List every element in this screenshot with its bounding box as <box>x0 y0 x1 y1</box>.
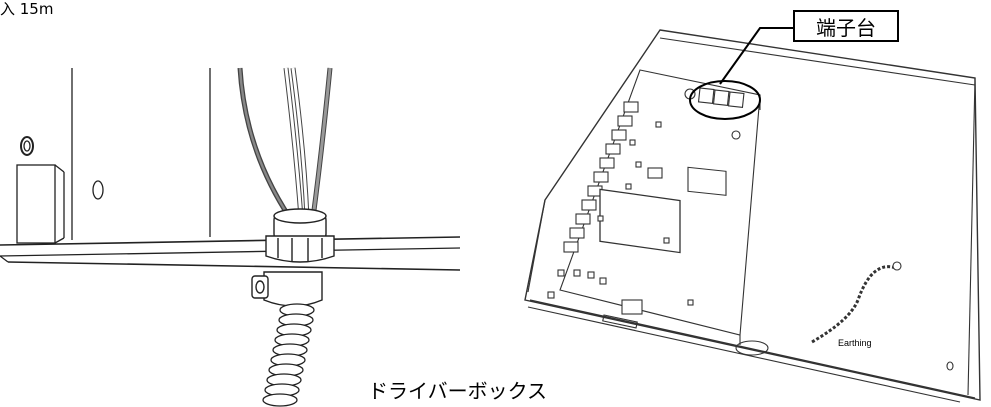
main-chip <box>599 188 681 254</box>
hole-icon <box>92 180 104 200</box>
earthing-wire <box>811 265 897 344</box>
left-illustration <box>0 67 461 407</box>
top-note-text: 入 15m <box>0 0 54 18</box>
cable-gland <box>251 208 335 307</box>
earthing-label: Earthing <box>838 338 872 348</box>
edge-connectors <box>563 101 639 253</box>
driver-box-outline <box>524 29 981 401</box>
terminal-highlight-circle <box>689 80 761 120</box>
callout-leader <box>719 27 793 85</box>
terminal-block <box>684 87 745 108</box>
terminal-block-callout: 端子台 <box>793 10 899 42</box>
bottom-hole-icon <box>735 340 769 356</box>
small-chip <box>687 166 727 196</box>
wire-dark <box>237 67 293 220</box>
right-illustration <box>524 27 981 403</box>
screw-hole-icon <box>20 136 34 156</box>
earth-terminal-icon <box>892 261 902 271</box>
flexible-conduit <box>262 303 315 407</box>
terminal-block-label: 端子台 <box>816 15 876 40</box>
figure-caption: ドライバーボックス <box>368 379 547 403</box>
bracket-block <box>16 164 56 244</box>
